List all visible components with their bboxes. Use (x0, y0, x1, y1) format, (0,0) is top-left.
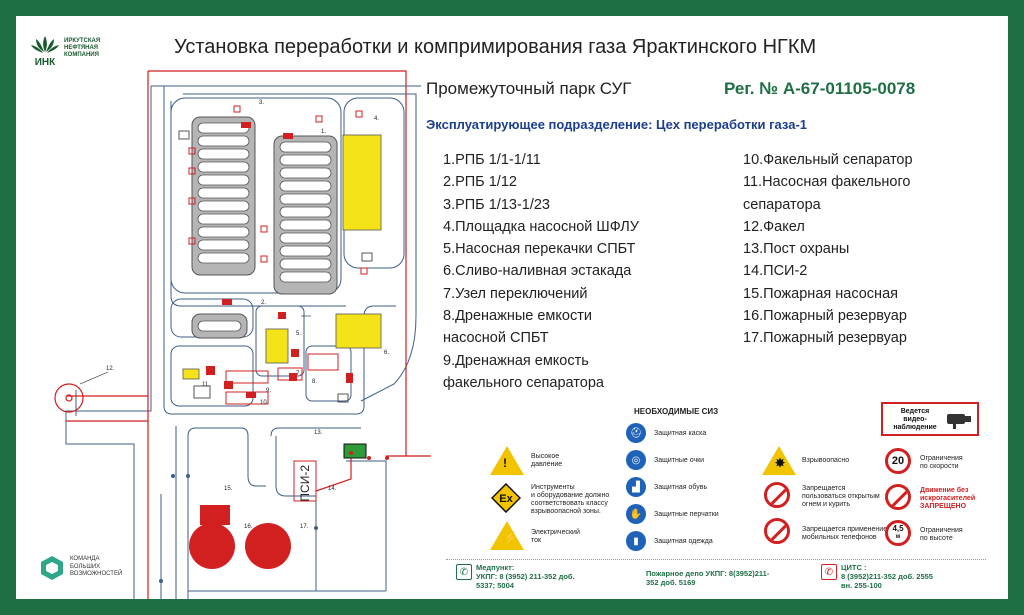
no-fire-label: Запрещается пользоваться открытым огнем … (802, 485, 880, 508)
legend-item: 15.Пожарная насосная (743, 285, 898, 302)
map-label: 15. (224, 486, 233, 492)
ppe-helmet: ⛑ Защитная каска (626, 423, 706, 443)
no-phones-icon (764, 518, 790, 544)
fire-depot-contact: Пожарное депо УКПГ: 8(3952)211- 352 доб.… (646, 569, 770, 587)
legend-item: 4.Площадка насосной ШФЛУ (443, 218, 639, 235)
gloves-icon: ✋ (626, 504, 646, 524)
map-label: 4. (374, 116, 380, 122)
legend-item: 10.Факельный сепаратор (743, 152, 913, 168)
legend-item: 12.Факел (743, 218, 805, 235)
speed-limit-icon: 20 (885, 448, 911, 474)
video-surveillance-sign: Ведется видео- наблюдение (881, 402, 979, 436)
legend-item: 17.Пожарный резервуар (743, 330, 907, 347)
map-label: 14. (328, 486, 337, 492)
psi-label: ПСИ-2 (298, 465, 312, 502)
map-label: 2. (261, 300, 267, 306)
legend-item: 11.Насосная факельного (743, 174, 911, 191)
map-label: 5. (296, 331, 302, 337)
electric-shock-label: Электрический ток (531, 529, 580, 544)
legend-item: 5.Насосная перекачки СПБТ (443, 241, 636, 258)
no-fire-icon (764, 482, 790, 508)
company-name: ИРКУТСКАЯ НЕФТЯНАЯ КОМПАНИЯ (64, 38, 101, 58)
map-label: 8. (312, 379, 318, 385)
page-subtitle: Промежуточный парк СУГ (426, 79, 632, 98)
page-title: Установка переработки и компримирования … (174, 36, 817, 58)
department-label: Эксплуатирующее подразделение: Цех перер… (426, 117, 808, 132)
ppe-boots: ▟ Защитная обувь (626, 477, 707, 497)
legend-item: насосной СПБТ (443, 330, 549, 347)
evacuation-board: ИНК ИРКУТСКАЯ НЕФТЯНАЯ КОМПАНИЯ Установк… (16, 16, 1008, 599)
legend-column-2: 10.Факельный сепаратор 11.Насосная факел… (743, 149, 993, 350)
legend-item: 13.Пост охраны (743, 241, 850, 258)
map-label: 13. (314, 430, 323, 436)
map-label: 12. (106, 366, 115, 372)
logo-abbr: ИНК (35, 57, 56, 68)
goggles-icon: ◎ (626, 450, 646, 470)
svg-text:Ex: Ex (499, 493, 513, 505)
legend-item: 9.Дренажная емкость (443, 352, 589, 369)
map-label: 16. (244, 524, 253, 530)
legend-item: 16.Пожарный резервуар (743, 308, 907, 325)
boots-icon: ▟ (626, 477, 646, 497)
legend-item: факельного сепаратора (443, 374, 604, 391)
map-label: 6. (384, 350, 390, 356)
divider (446, 559, 986, 560)
ppe-goggles: ◎ Защитные очки (626, 450, 704, 470)
ppe-gloves: ✋ Защитные перчатки (626, 504, 719, 524)
map-label: 9. (266, 388, 272, 394)
clothing-icon: ▮ (626, 531, 646, 551)
legend-item: сепаратора (743, 196, 821, 213)
legend-item: 14.ПСИ-2 (743, 263, 808, 280)
explosive-icon: ✸ (762, 446, 796, 475)
map-label: 1. (321, 129, 327, 135)
no-phones-label: Запрещается применение мобильных телефон… (802, 526, 888, 541)
legend-item: 7.Узел переключений (443, 285, 588, 302)
legend-item: 2.РПБ 1/12 (443, 174, 517, 191)
no-spark-label: Движение без искрогасителей ЗАПРЕЩЕНО (920, 487, 976, 510)
map-label: 17. (300, 524, 309, 530)
helmet-icon: ⛑ (626, 423, 646, 443)
legend-item: 1.РПБ 1/1-1/11 (443, 152, 541, 168)
team-logo-text: КОМАНДА БОЛЬШИХ ВОЗМОЖНОСТЕЙ (70, 556, 123, 577)
ppe-title: НЕОБХОДИМЫЕ СИЗ (634, 407, 719, 416)
phone-icon: ✆ (821, 564, 837, 580)
high-pressure-label: Высокое давление (531, 453, 563, 468)
company-logo-icon: ИНК (31, 36, 59, 68)
medpunkt-contact: Медпункт: УКПГ: 8 (3952) 211-352 доб. 53… (476, 563, 575, 590)
cits-contact: ЦИТС : 8 (3952)211-352 доб. 2555 вн. 255… (841, 563, 933, 590)
height-limit-label: Ограничения по высоте (920, 527, 963, 542)
ex-zone-label: Инструменты и оборудование должно соотве… (531, 484, 610, 515)
explosive-label: Взрывоопасно (802, 457, 850, 464)
high-pressure-icon: ! (490, 446, 524, 475)
height-limit-icon: 4,5 м (885, 520, 911, 546)
ex-zone-icon: Ex (491, 483, 521, 513)
camera-icon (947, 414, 971, 429)
legend-item: 3.РПБ 1/13-1/23 (443, 196, 551, 213)
ppe-clothing: ▮ Защитная одежда (626, 531, 713, 551)
map-label: 11. (202, 382, 210, 388)
legend-column-1: 1.РПБ 1/1-1/11 2.РПБ 1/12 3.РПБ 1/13-1/2… (443, 149, 733, 394)
speed-limit-label: Ограничения по скорости (920, 455, 963, 470)
phone-icon: ✆ (456, 564, 472, 580)
map-label: 10. (260, 400, 269, 406)
map-label: 3. (259, 100, 265, 106)
map-label: 7. (296, 371, 302, 377)
no-spark-icon (885, 484, 911, 510)
site-plan-map (54, 70, 431, 599)
registration-number: Рег. № А-67-01105-0078 (724, 79, 916, 98)
electric-shock-icon: ⚡ (490, 521, 524, 550)
team-logo-icon (41, 556, 63, 580)
legend-item: 8.Дренажные емкости (443, 308, 592, 325)
legend-item: 6.Сливо-наливная эстакада (443, 263, 632, 280)
